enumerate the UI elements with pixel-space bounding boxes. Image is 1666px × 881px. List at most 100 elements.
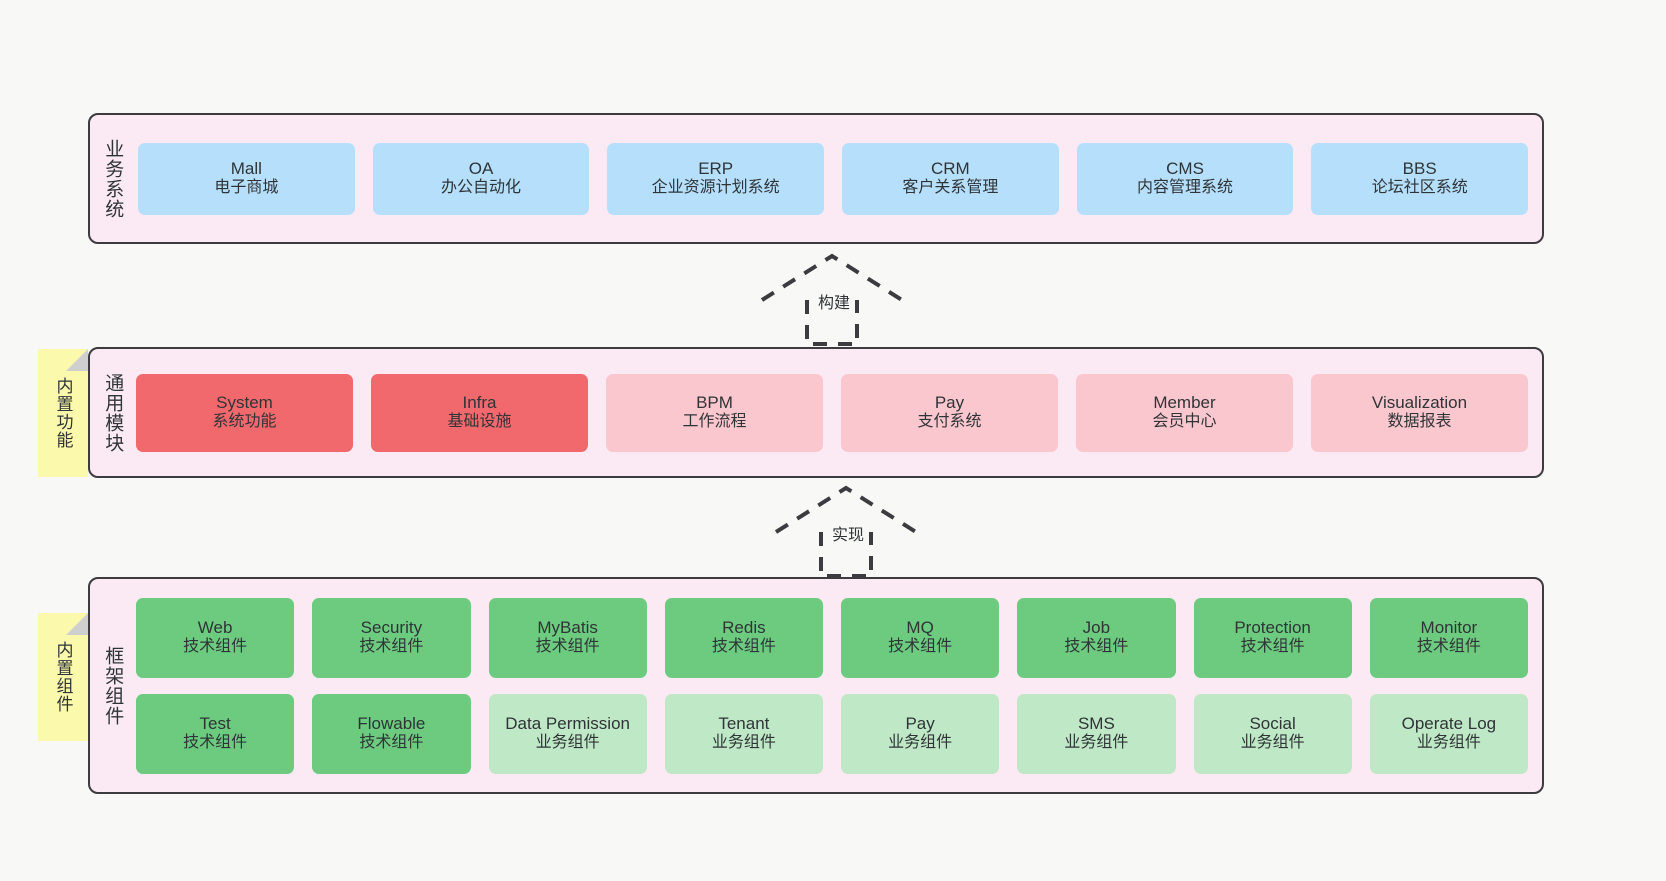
module-card-subtitle: 技术组件 xyxy=(711,638,776,656)
module-card-name: Infra xyxy=(462,393,497,413)
module-card-subtitle: 企业资源计划系统 xyxy=(651,179,780,197)
module-card-subtitle: 数据报表 xyxy=(1387,413,1452,431)
module-card-subtitle: 业务组件 xyxy=(711,734,776,752)
module-card-name: Security xyxy=(360,618,423,638)
module-card-name: Flowable xyxy=(357,714,426,734)
module-card-subtitle: 业务组件 xyxy=(1064,734,1129,752)
module-card-name: Monitor xyxy=(1420,618,1478,638)
module-card-name: Member xyxy=(1153,393,1216,413)
connector-label-build: 构建 xyxy=(818,295,851,312)
module-card-subtitle: 电子商城 xyxy=(214,179,279,197)
connector-build: 构建 xyxy=(752,248,912,348)
module-card-name: Visualization xyxy=(1371,393,1468,413)
module-card-subtitle: 客户关系管理 xyxy=(902,179,999,197)
module-card-name: ERP xyxy=(698,159,734,179)
module-card-name: Data Permission xyxy=(505,714,630,734)
module-card-subtitle: 工作流程 xyxy=(682,413,747,431)
module-card-subtitle: 会员中心 xyxy=(1152,413,1217,431)
module-card-subtitle: 系统功能 xyxy=(212,413,277,431)
connector-label-implement: 实现 xyxy=(832,527,865,544)
module-card-name: CRM xyxy=(930,159,970,179)
module-card-name: Mall xyxy=(230,159,262,179)
module-card-subtitle: 技术组件 xyxy=(888,638,953,656)
module-card-name: Web xyxy=(197,618,233,638)
connector-triangle-implement xyxy=(774,485,918,534)
module-card-subtitle: 论坛社区系统 xyxy=(1371,179,1468,197)
module-card-subtitle: 办公自动化 xyxy=(441,179,522,197)
module-card-subtitle: 技术组件 xyxy=(183,638,248,656)
module-card-name: SMS xyxy=(1077,714,1115,734)
module-card-subtitle: 技术组件 xyxy=(535,638,600,656)
layer-title-framework-components: 框架组件 xyxy=(102,645,124,726)
module-card-name: MyBatis xyxy=(537,618,598,638)
module-card-subtitle: 技术组件 xyxy=(359,638,424,656)
module-card-subtitle: 内容管理系统 xyxy=(1137,179,1234,197)
module-card-name: BPM xyxy=(696,393,733,413)
module-card-name: Protection xyxy=(1234,618,1311,638)
module-card-name: System xyxy=(216,393,273,413)
layer-title-business-systems: 业务系统 xyxy=(102,138,124,219)
module-card-name: Pay xyxy=(905,714,935,734)
module-card-name: Pay xyxy=(934,393,965,413)
module-card-name: CMS xyxy=(1166,159,1204,179)
note-builtin-components: 内置组件 xyxy=(38,613,88,741)
module-card-name: Test xyxy=(199,714,231,734)
note-builtin-components-label: 内置组件 xyxy=(53,641,73,713)
connector-implement: 实现 xyxy=(766,480,926,580)
module-card-subtitle: 业务组件 xyxy=(1240,734,1305,752)
module-card-name: MQ xyxy=(906,618,934,638)
module-card-subtitle: 技术组件 xyxy=(1240,638,1305,656)
module-card-name: BBS xyxy=(1402,159,1437,179)
module-card-subtitle: 业务组件 xyxy=(1416,734,1481,752)
module-card-subtitle: 技术组件 xyxy=(183,734,248,752)
module-card-name: Tenant xyxy=(718,714,770,734)
module-card-subtitle: 支付系统 xyxy=(917,413,982,431)
module-card-subtitle: 基础设施 xyxy=(447,413,512,431)
note-builtin-features-label: 内置功能 xyxy=(53,377,73,449)
module-card-subtitle: 技术组件 xyxy=(1064,638,1129,656)
module-card-name: Social xyxy=(1249,714,1296,734)
module-card-name: Job xyxy=(1082,618,1111,638)
module-card-subtitle: 技术组件 xyxy=(359,734,424,752)
layer-title-general-modules: 通用模块 xyxy=(102,372,124,453)
